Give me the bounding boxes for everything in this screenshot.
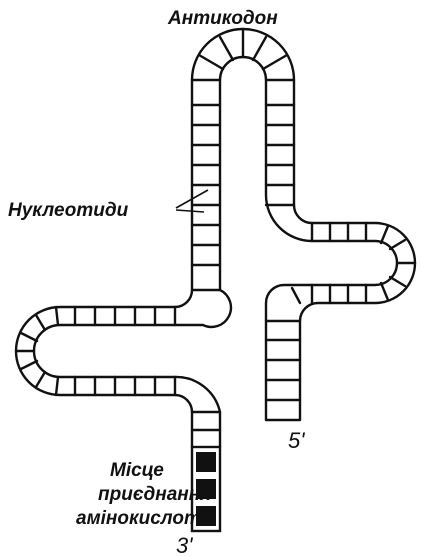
upper-right-arm-rungs <box>310 221 417 302</box>
attachment-cell-2 <box>196 479 216 499</box>
anticodon-label: Антикодон <box>167 8 278 29</box>
three-prime-label: 3' <box>176 533 193 557</box>
left-arm-upper-rungs <box>73 305 177 327</box>
anticodon-loop-rungs <box>190 27 296 82</box>
nucleotides-pointer <box>175 189 209 213</box>
left-arm-lower-rungs <box>73 375 222 432</box>
amino-acid-attachment-site <box>190 445 222 533</box>
lower-right-arm-rungs <box>264 283 368 323</box>
strand-outline-outer <box>14 27 417 449</box>
attachment-cell-1 <box>196 452 216 472</box>
trna-strand <box>14 27 417 449</box>
amino-site-label-line2: приєднання <box>98 484 211 505</box>
amino-site-label-line1: Місце <box>110 460 164 481</box>
attachment-cell-3 <box>196 506 216 526</box>
five-prime-tail-rungs <box>264 338 302 402</box>
nucleotides-label: Нуклеотиди <box>8 200 129 221</box>
five-prime-label: 5' <box>288 428 305 453</box>
right-arm-rungs <box>264 103 296 207</box>
left-arm-rungs <box>190 103 222 292</box>
amino-site-label-line3: амінокислот <box>76 508 201 529</box>
left-loop-rungs <box>14 305 60 397</box>
